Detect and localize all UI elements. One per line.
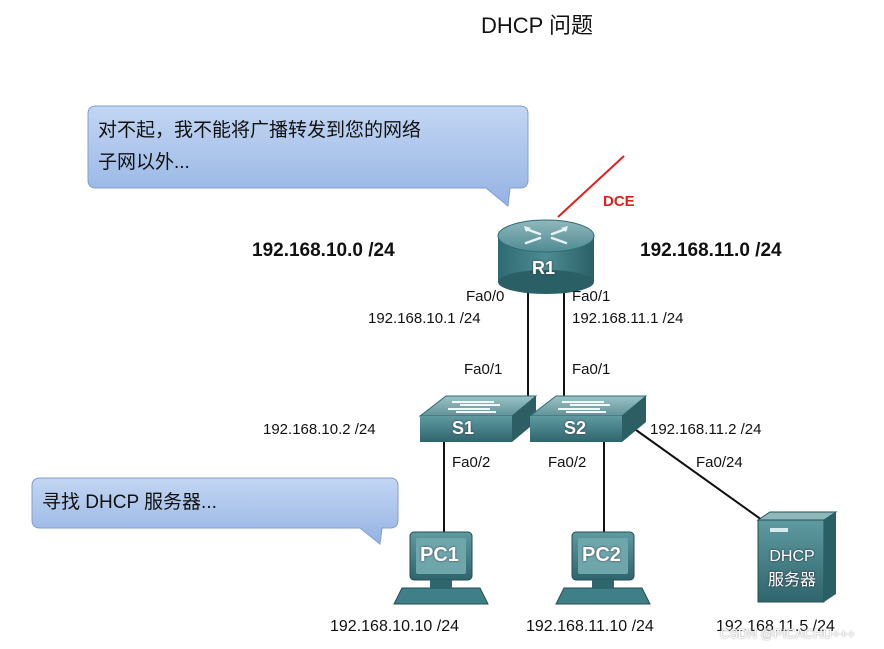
- link-s2-server: [635, 429, 777, 531]
- pc2-ip: 192.168.11.10 /24: [526, 618, 654, 635]
- router-right-port: Fa0/1: [572, 288, 611, 305]
- s1-down-port: Fa0/2: [452, 454, 491, 471]
- server-ip: 192.168.11.5 /24: [716, 618, 835, 635]
- s2-server-port: Fa0/24: [696, 454, 743, 471]
- switch-s1-name: S1: [452, 418, 475, 438]
- router-right-ip: 192.168.11.1 /24: [572, 310, 684, 327]
- s2-ip: 192.168.11.2 /24: [650, 421, 762, 438]
- network-right-label: 192.168.11.0 /24: [640, 240, 782, 261]
- watermark: CSDN @PICACHU+++: [720, 626, 855, 641]
- network-left-label: 192.168.10.0 /24: [252, 240, 395, 261]
- server-name-line1: DHCP: [769, 548, 815, 565]
- s1-ip: 192.168.10.2 /24: [263, 421, 376, 438]
- router-name: R1: [532, 258, 556, 278]
- dce-label: DCE: [603, 193, 635, 210]
- router-speech-bubble: [87, 105, 529, 207]
- switch-s2-icon: [528, 395, 648, 442]
- pc1-ip: 192.168.10.10 /24: [330, 618, 460, 635]
- server-name-line2: 服务器: [767, 572, 816, 589]
- s2-uplink-port: Fa0/1: [572, 361, 611, 378]
- pc1-icon: [393, 531, 489, 605]
- page-title: DHCP 问题: [480, 13, 594, 38]
- pc2-icon: [555, 531, 651, 605]
- server-icon: [756, 511, 838, 603]
- switch-s1-icon: [418, 395, 538, 442]
- router-message-line2: 子网以外...: [98, 152, 190, 173]
- router-icon: [497, 219, 595, 294]
- pc-message: 寻找 DHCP 服务器...: [42, 492, 217, 513]
- pc2-name: PC2: [582, 544, 621, 566]
- s2-down-port: Fa0/2: [548, 454, 587, 471]
- pc1-name: PC1: [420, 544, 459, 566]
- router-left-ip: 192.168.10.1 /24: [368, 310, 481, 327]
- router-message-line1: 对不起，我不能将广播转发到您的网络: [98, 120, 422, 141]
- serial-link: [557, 155, 625, 218]
- pc-speech-bubble: [31, 477, 399, 545]
- switch-s2-name: S2: [564, 418, 587, 438]
- router-left-port: Fa0/0: [466, 288, 505, 305]
- s1-uplink-port: Fa0/1: [464, 361, 503, 378]
